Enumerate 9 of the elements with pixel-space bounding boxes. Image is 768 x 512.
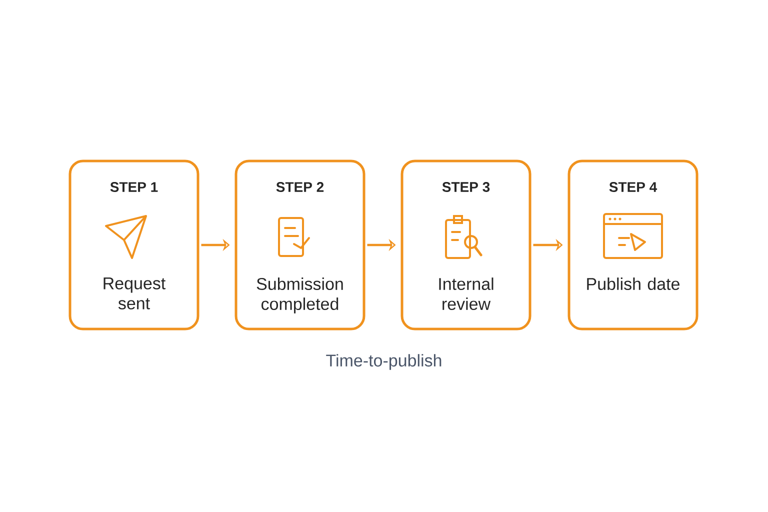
step-label: STEP 4 <box>609 182 658 192</box>
step-label: STEP 2 <box>276 182 324 192</box>
step-label: STEP 3 <box>442 182 490 192</box>
step-label: STEP 1 <box>110 182 158 192</box>
step-text: Publish date <box>587 278 680 290</box>
step-text: Internal review <box>439 278 494 310</box>
step-text: Submission completed <box>256 278 343 314</box>
caption: Time-to-publish <box>326 354 442 370</box>
step-text: Request sent <box>104 278 166 310</box>
